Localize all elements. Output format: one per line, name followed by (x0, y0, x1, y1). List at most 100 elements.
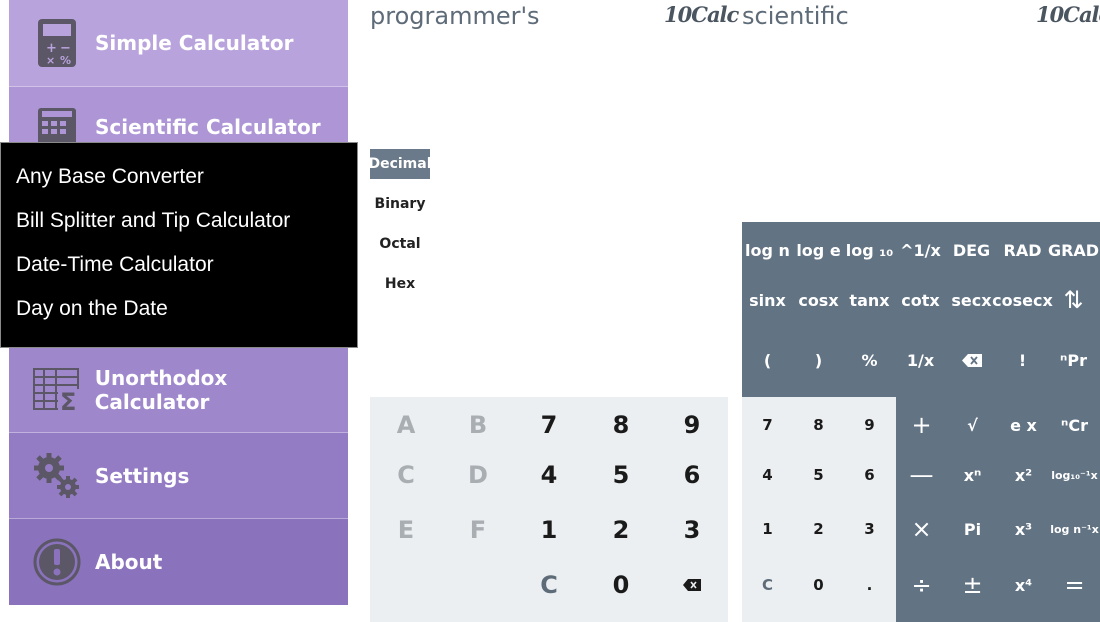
scientific-function-keys: log n log e log ₁₀ ^1/x DEG RAD GRAD sin… (742, 222, 1100, 397)
key-tanx[interactable]: tanx (849, 290, 890, 310)
menu-item-date-time-calculator[interactable]: Date-Time Calculator (16, 253, 214, 276)
key-e-power-x[interactable]: e x (1010, 415, 1037, 435)
key-4[interactable]: 4 (762, 466, 773, 484)
nav-label: Simple Calculator (95, 31, 294, 55)
key-d[interactable]: D (468, 461, 488, 489)
key-secx[interactable]: secx (951, 290, 992, 310)
base-hex[interactable]: Hex (384, 276, 416, 292)
more-calculators-menu: Any Base Converter Bill Splitter and Tip… (0, 142, 358, 348)
menu-item-any-base-converter[interactable]: Any Base Converter (16, 165, 204, 188)
key-8[interactable]: 8 (612, 411, 630, 439)
key-cosx[interactable]: cosx (798, 290, 839, 310)
key-5[interactable]: 5 (612, 461, 630, 489)
backspace-icon (683, 579, 701, 591)
key-x-power-n[interactable]: xⁿ (963, 465, 982, 485)
key-9[interactable]: 9 (683, 411, 701, 439)
key-decimal-point[interactable]: . (866, 576, 873, 594)
programmer-title: programmer's (370, 2, 540, 30)
key-x-cubed[interactable]: x³ (1014, 519, 1033, 539)
key-7[interactable]: 7 (762, 416, 773, 434)
key-multiply[interactable]: × (911, 515, 932, 543)
base-octal[interactable]: Octal (379, 236, 421, 252)
key-5[interactable]: 5 (813, 466, 824, 484)
key-2[interactable]: 2 (813, 520, 824, 538)
key-sinx[interactable]: sinx (749, 290, 786, 310)
clear-button[interactable]: C (761, 576, 773, 594)
backspace-button[interactable] (946, 332, 997, 388)
scientific-calculator-icon (21, 107, 93, 147)
base-decimal[interactable]: Decimal (368, 149, 432, 179)
key-3[interactable]: 3 (864, 520, 875, 538)
scientific-operator-keys: + √ e x ⁿCr — xⁿ x² log₁₀⁻¹x × Pi x³ log… (896, 397, 1100, 622)
svg-text:+: + (46, 41, 57, 56)
menu-item-bill-splitter[interactable]: Bill Splitter and Tip Calculator (16, 209, 291, 232)
key-6[interactable]: 6 (864, 466, 875, 484)
key-8[interactable]: 8 (813, 416, 824, 434)
app-logo: 10Calc (1036, 2, 1100, 27)
key-e[interactable]: E (397, 516, 415, 544)
key-9[interactable]: 9 (864, 416, 875, 434)
svg-text:×: × (46, 54, 55, 67)
key-npr[interactable]: ⁿPr (1060, 350, 1087, 370)
key-rad[interactable]: RAD (1003, 240, 1042, 260)
key-f[interactable]: F (469, 516, 487, 544)
nav-settings[interactable]: Settings (9, 433, 348, 519)
backspace-button[interactable] (656, 557, 728, 613)
info-exclamation-icon (21, 537, 93, 587)
key-x-fourth[interactable]: x⁴ (1014, 575, 1033, 595)
key-plus[interactable]: + (911, 411, 932, 439)
svg-text:Σ: Σ (60, 388, 76, 413)
key-antilog-n[interactable]: log n⁻¹x (1050, 522, 1099, 536)
key-6[interactable]: 6 (683, 461, 701, 489)
calculator-icon: +−×% (21, 18, 93, 68)
key-2[interactable]: 2 (612, 516, 630, 544)
key-0[interactable]: 0 (612, 571, 630, 599)
nav-label: About (95, 550, 163, 574)
nav-label: Scientific Calculator (95, 115, 321, 139)
key-minus[interactable]: — (909, 461, 934, 489)
key-1[interactable]: 1 (540, 516, 558, 544)
key-antilog-10[interactable]: log₁₀⁻¹x (1051, 468, 1098, 482)
key-plus-minus[interactable]: ± (962, 571, 983, 599)
key-cosecx[interactable]: cosecx (992, 290, 1053, 310)
key-cotx[interactable]: cotx (901, 290, 940, 310)
key-reciprocal[interactable]: 1/x (906, 350, 935, 370)
key-grad[interactable]: GRAD (1047, 240, 1100, 260)
key-divide[interactable]: ÷ (911, 571, 932, 599)
app-logo: 10Calc (664, 2, 739, 27)
key-deg[interactable]: DEG (952, 240, 991, 260)
key-1[interactable]: 1 (762, 520, 773, 538)
spreadsheet-sum-icon: Σ (21, 367, 93, 413)
scientific-title: scientific (742, 2, 849, 30)
key-root-x[interactable]: ^1/x (900, 240, 941, 260)
key-sqrt[interactable]: √ (967, 415, 978, 435)
key-equals[interactable]: = (1064, 571, 1085, 599)
svg-text:%: % (60, 54, 71, 67)
key-open-paren[interactable]: ( (763, 350, 772, 370)
key-4[interactable]: 4 (540, 461, 558, 489)
key-log-10[interactable]: log ₁₀ (845, 240, 894, 260)
key-factorial[interactable]: ! (1018, 350, 1027, 370)
backspace-icon (961, 353, 982, 367)
menu-item-day-on-the-date[interactable]: Day on the Date (16, 297, 168, 320)
nav-about[interactable]: About (9, 519, 348, 605)
key-3[interactable]: 3 (683, 516, 701, 544)
key-7[interactable]: 7 (540, 411, 558, 439)
swap-icon[interactable]: ⇅ (1063, 286, 1084, 314)
key-log-e[interactable]: log e (796, 240, 841, 260)
nav-unorthodox-calculator[interactable]: Σ Unorthodox Calculator (9, 347, 348, 433)
base-binary[interactable]: Binary (374, 196, 426, 212)
key-log-n[interactable]: log n (745, 240, 790, 260)
key-ncr[interactable]: ⁿCr (1061, 415, 1088, 435)
key-b[interactable]: B (468, 411, 488, 439)
key-c-hex[interactable]: C (397, 461, 415, 489)
nav-label: Unorthodox Calculator (94, 365, 228, 414)
nav-simple-calculator[interactable]: +−×% Simple Calculator (9, 0, 348, 87)
clear-button[interactable]: C (540, 571, 558, 599)
key-close-paren[interactable]: ) (814, 350, 823, 370)
key-pi[interactable]: Pi (963, 519, 982, 539)
key-x-squared[interactable]: x² (1014, 465, 1033, 485)
key-percent[interactable]: % (861, 350, 878, 370)
key-0[interactable]: 0 (813, 576, 824, 594)
key-a[interactable]: A (396, 411, 416, 439)
